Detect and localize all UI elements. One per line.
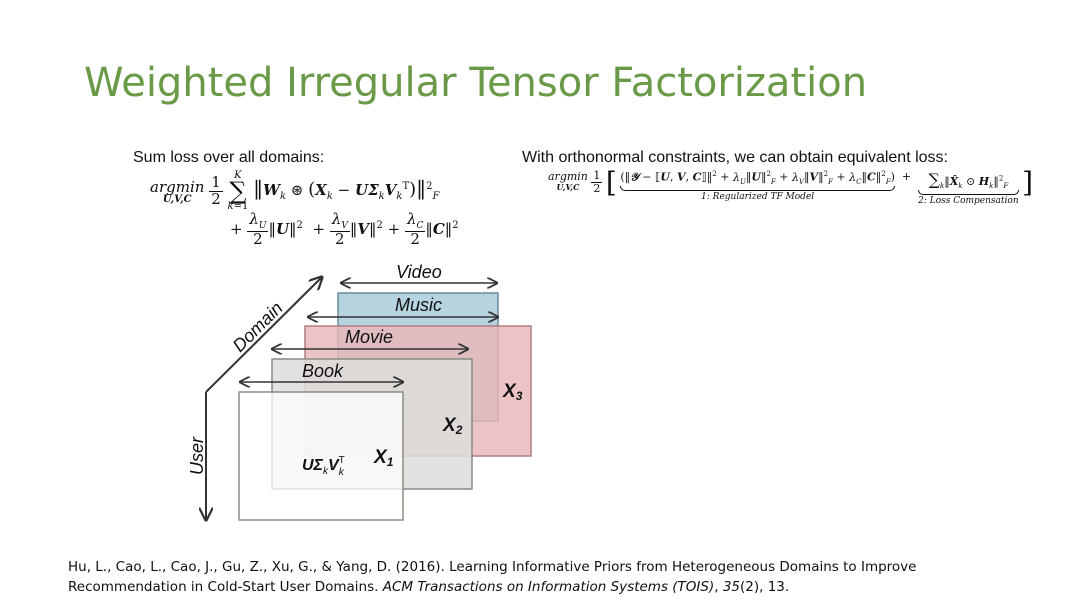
book-label: Book xyxy=(302,361,344,381)
x3-label: X3 xyxy=(502,381,523,403)
music-label: Music xyxy=(395,295,442,315)
x2-label: X2 xyxy=(442,415,463,437)
reference-sep: , xyxy=(714,579,723,595)
x1-slab xyxy=(238,391,404,521)
brace-label-regularized: 1: Regularized TF Model xyxy=(701,191,815,202)
brace-label-loss: 2: Loss Compensation xyxy=(918,196,1019,207)
left-caption: Sum loss over all domains: xyxy=(133,149,325,166)
x1-label: X1 xyxy=(373,447,394,469)
slide-title: Weighted Irregular Tensor Factorization xyxy=(84,60,868,106)
movie-label: Movie xyxy=(345,327,393,347)
reference-volume: 35 xyxy=(722,579,741,595)
domain-axis xyxy=(205,277,322,393)
reference-journal: ACM Transactions on Information Systems … xyxy=(382,579,715,595)
user-axis-label: User xyxy=(187,436,207,475)
domain-axis-label: Domain xyxy=(229,298,287,356)
reference-issue-pages: (2), 13. xyxy=(740,579,790,595)
right-caption: With orthonormal constraints, we can obt… xyxy=(522,149,948,166)
video-label: Video xyxy=(396,262,442,282)
reference-authors-title: Hu, L., Cao, L., Cao, J., Gu, Z., Xu, G.… xyxy=(68,559,917,595)
reference-citation: Hu, L., Cao, L., Cao, J., Gu, Z., Xu, G.… xyxy=(68,557,1028,597)
